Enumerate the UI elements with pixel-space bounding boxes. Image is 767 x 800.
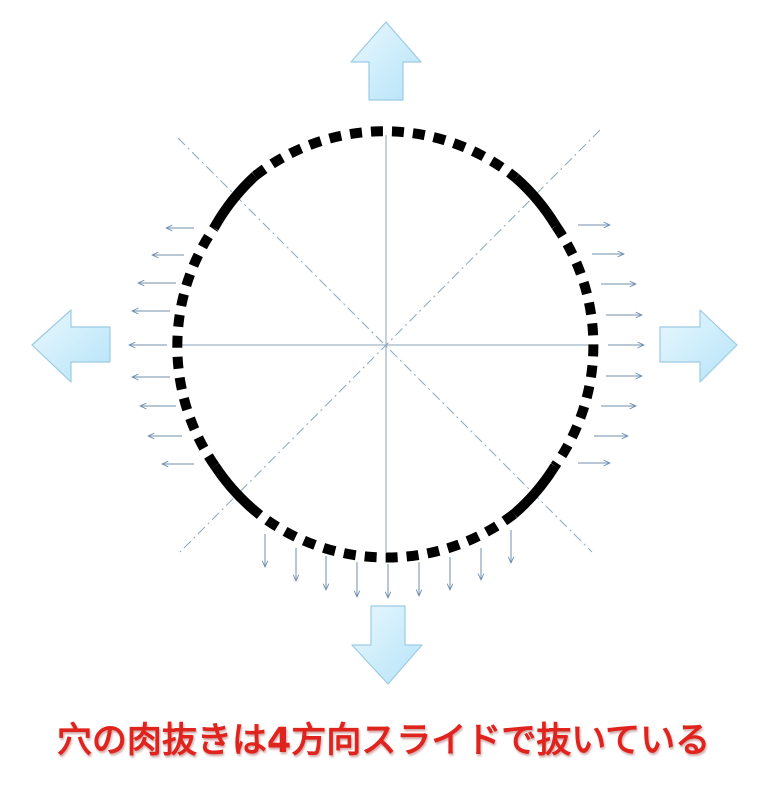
hole-arc-left (172, 225, 220, 469)
arrow-right-icon (659, 309, 738, 383)
hole-arc-top-left (209, 172, 259, 231)
small-arrows-right (578, 225, 644, 463)
arrow-down-icon (351, 605, 423, 685)
hole-arc-bottom-right (510, 463, 560, 518)
big-arrows (31, 21, 738, 685)
hole-outline (172, 126, 599, 563)
hole-arc-bottom (256, 510, 518, 563)
hole-arc-right (550, 223, 599, 469)
arrow-up-icon (350, 21, 422, 101)
hole-arc-top-right (512, 174, 561, 229)
hole-arc-top (251, 126, 520, 182)
guide-lines (177, 129, 601, 553)
small-arrows-down (265, 530, 511, 598)
caption-text: 穴の肉抜きは4方向スライドで抜いている (56, 721, 711, 761)
diagonal-guide-line-1 (177, 137, 593, 553)
hole-arc-bottom-left (210, 463, 264, 519)
arrow-left-icon (31, 309, 111, 383)
small-arrows-left (129, 228, 194, 464)
